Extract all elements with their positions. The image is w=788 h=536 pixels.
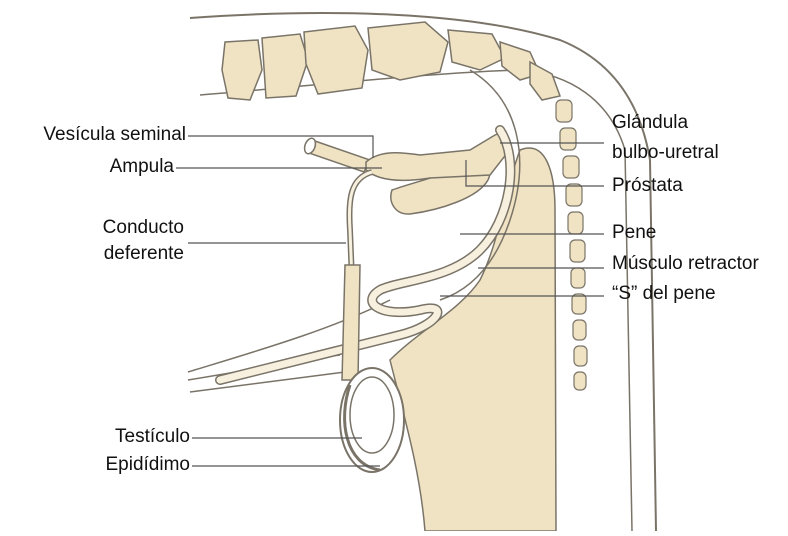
label-musculo-retractor: Músculo retractor [612,253,759,275]
vertebrae [222,22,560,100]
glands-cluster [366,134,510,181]
label-vesicula-seminal: Vesícula seminal [10,124,186,146]
label-glandula-line2: bulbo-uretral [612,142,719,164]
spermatic-cord [342,265,360,380]
label-glandula-line1: Glándula [612,112,688,134]
label-s-del-pene: “S” del pene [612,283,716,305]
label-epididimo: Epidídimo [10,454,190,476]
label-conducto-line1: Conducto [10,217,184,239]
label-ampula: Ampula [10,156,174,178]
label-prostata: Próstata [612,175,683,197]
label-testiculo: Testículo [10,426,190,448]
label-pene: Pene [612,222,656,244]
label-conducto-line2: deferente [10,243,184,265]
